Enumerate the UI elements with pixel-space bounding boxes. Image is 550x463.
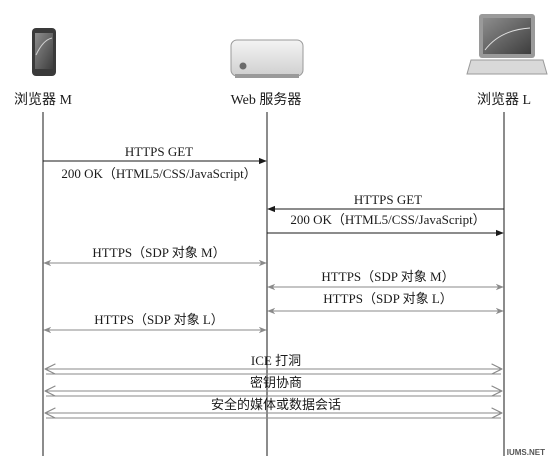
message-4: 200 OK（HTML5/CSS/JavaScript） xyxy=(267,212,504,237)
message-3: HTTPS GET xyxy=(267,192,504,213)
message-9: ICE 打洞 xyxy=(46,353,501,374)
message-label: 密钥协商 xyxy=(250,375,302,390)
watermark: IUMS.NET xyxy=(507,448,545,457)
message-label: HTTPS（SDP 对象 L） xyxy=(323,291,453,306)
message-1: HTTPS GET xyxy=(43,144,267,165)
tablet-icon xyxy=(32,28,56,76)
message-label: HTTPS（SDP 对象 M） xyxy=(321,269,454,284)
participant-label-browser-l: 浏览器 L xyxy=(477,92,531,108)
message-10: 密钥协商 xyxy=(46,375,501,396)
message-7: HTTPS（SDP 对象 L） xyxy=(267,291,504,315)
message-label: 200 OK（HTML5/CSS/JavaScript） xyxy=(290,212,485,227)
participant-label-browser-m: 浏览器 M xyxy=(14,92,72,108)
message-label: ICE 打洞 xyxy=(251,353,301,368)
message-label: 200 OK（HTML5/CSS/JavaScript） xyxy=(61,166,256,181)
message-label: 安全的媒体或数据会话 xyxy=(211,397,341,412)
message-11: 安全的媒体或数据会话 xyxy=(46,397,501,418)
message-label: HTTPS（SDP 对象 L） xyxy=(94,312,224,327)
laptop-icon xyxy=(466,14,548,75)
participant-label-web-server: Web 服务器 xyxy=(231,92,302,108)
server-icon xyxy=(230,39,304,78)
message-6: HTTPS（SDP 对象 M） xyxy=(267,269,504,291)
message-label: HTTPS（SDP 对象 M） xyxy=(92,245,225,260)
message-label: HTTPS GET xyxy=(354,192,422,207)
message-8: HTTPS（SDP 对象 L） xyxy=(43,312,267,334)
message-5: HTTPS（SDP 对象 M） xyxy=(43,245,267,267)
message-2: 200 OK（HTML5/CSS/JavaScript） xyxy=(61,166,256,181)
message-label: HTTPS GET xyxy=(125,144,193,159)
